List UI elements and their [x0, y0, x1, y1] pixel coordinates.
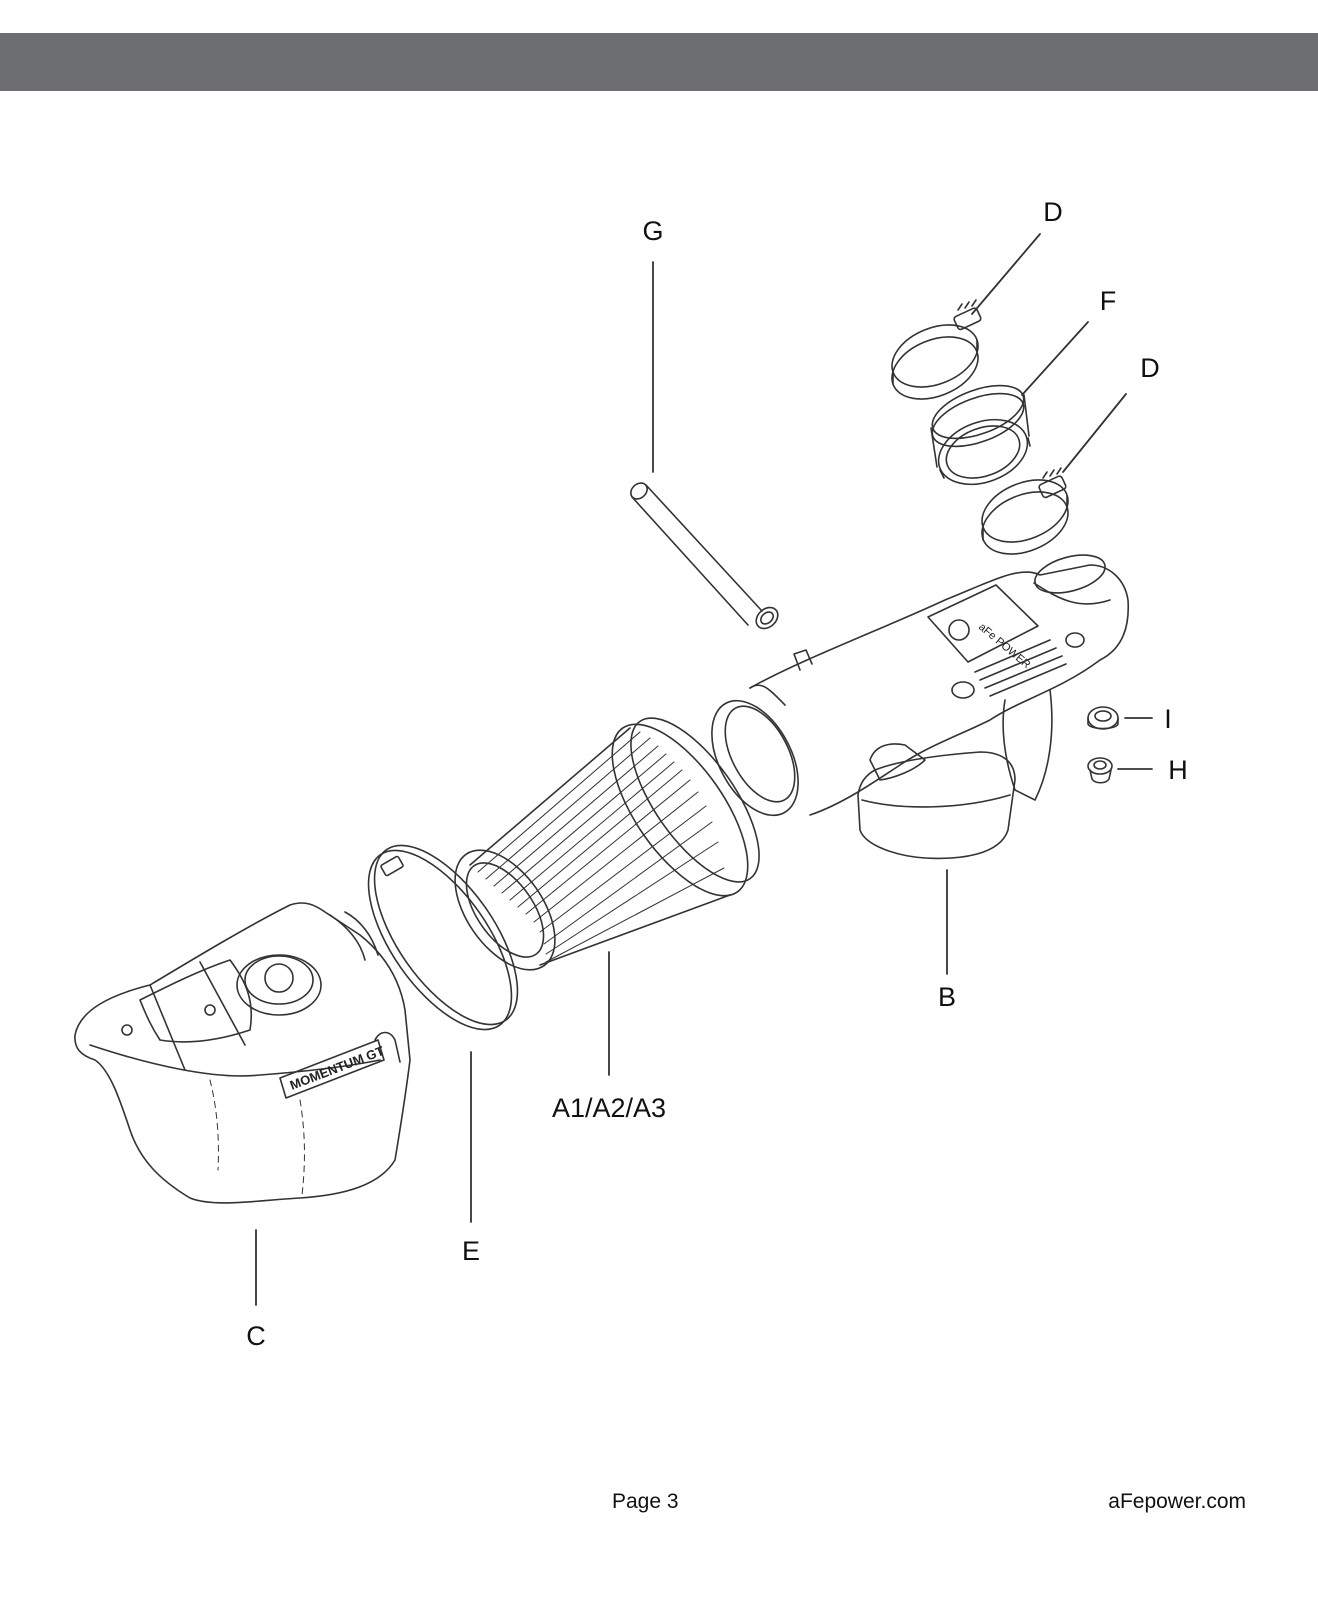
part-c-air-box: MOMENTUM GT	[74, 902, 411, 1204]
part-g-tube	[630, 482, 779, 630]
website-link[interactable]: aFepower.com	[1108, 1490, 1246, 1513]
callout-d-top: D	[1043, 197, 1063, 227]
box-brand-text: MOMENTUM GT	[288, 1043, 386, 1093]
leader-d-mid	[1062, 393, 1127, 473]
part-d-clamp-mid	[981, 467, 1069, 555]
part-i-grommet	[1087, 706, 1119, 730]
callout-c: C	[246, 1321, 266, 1351]
part-h-bushing	[1087, 757, 1113, 784]
leader-lines	[255, 233, 1153, 1306]
leader-f	[1021, 321, 1089, 396]
part-f-coupler	[930, 384, 1031, 486]
callout-g: G	[642, 216, 663, 246]
callout-labels: G D F D I H B A1/A2/A3 E C	[246, 197, 1188, 1351]
callout-a: A1/A2/A3	[552, 1093, 666, 1123]
part-b-intake-tube: aFe POWER	[711, 554, 1130, 860]
tube-plate-text: aFe POWER	[976, 621, 1032, 671]
part-e-clamp-ring	[367, 844, 519, 1031]
callout-e: E	[462, 1236, 480, 1266]
page-number: Page 3	[612, 1490, 679, 1513]
callout-b: B	[938, 982, 956, 1012]
callout-f: F	[1100, 286, 1117, 316]
leader-d-top	[971, 233, 1041, 315]
callout-i: I	[1164, 704, 1172, 734]
part-d-clamp-top	[891, 299, 982, 400]
callout-d-mid: D	[1140, 353, 1160, 383]
part-a-air-filter	[454, 717, 760, 971]
header-bar	[0, 33, 1318, 91]
callout-h: H	[1168, 755, 1188, 785]
